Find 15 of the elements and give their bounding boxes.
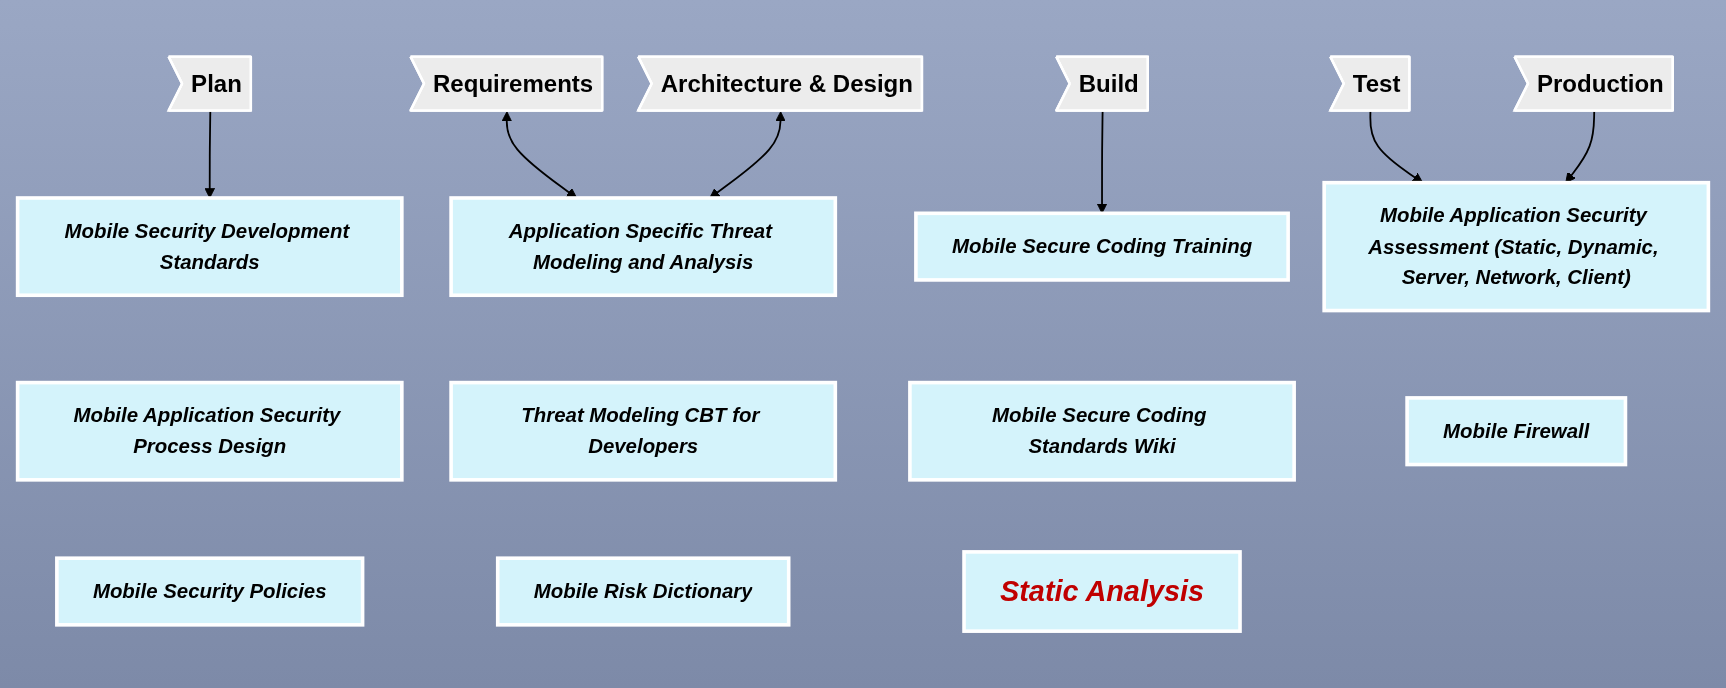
node-box: Mobile Security Development Standards: [15, 196, 404, 298]
node-box: Application Specific Threat Modeling and Analysis: [449, 196, 838, 298]
node-box: Mobile Security Policies: [55, 556, 365, 627]
node-box: Mobile Firewall: [1405, 396, 1628, 467]
node-box: Mobile Risk Dictionary: [495, 556, 791, 627]
node-box: Mobile Application Security Assessment (Static, Dynamic, Server, Network, Client): [1322, 181, 1711, 313]
node-box: Mobile Secure Coding Standards Wiki: [908, 380, 1296, 482]
arrow: [204, 110, 215, 199]
arrow: [709, 111, 786, 199]
node-box: Static Analysis: [962, 550, 1242, 634]
node-box: Mobile Secure Coding Training: [914, 211, 1290, 282]
node-box: Threat Modeling CBT for Developers: [449, 380, 838, 482]
arrow: [501, 111, 578, 199]
node-box: Mobile Application Security Process Design: [15, 380, 404, 482]
arrow: [1096, 110, 1108, 214]
